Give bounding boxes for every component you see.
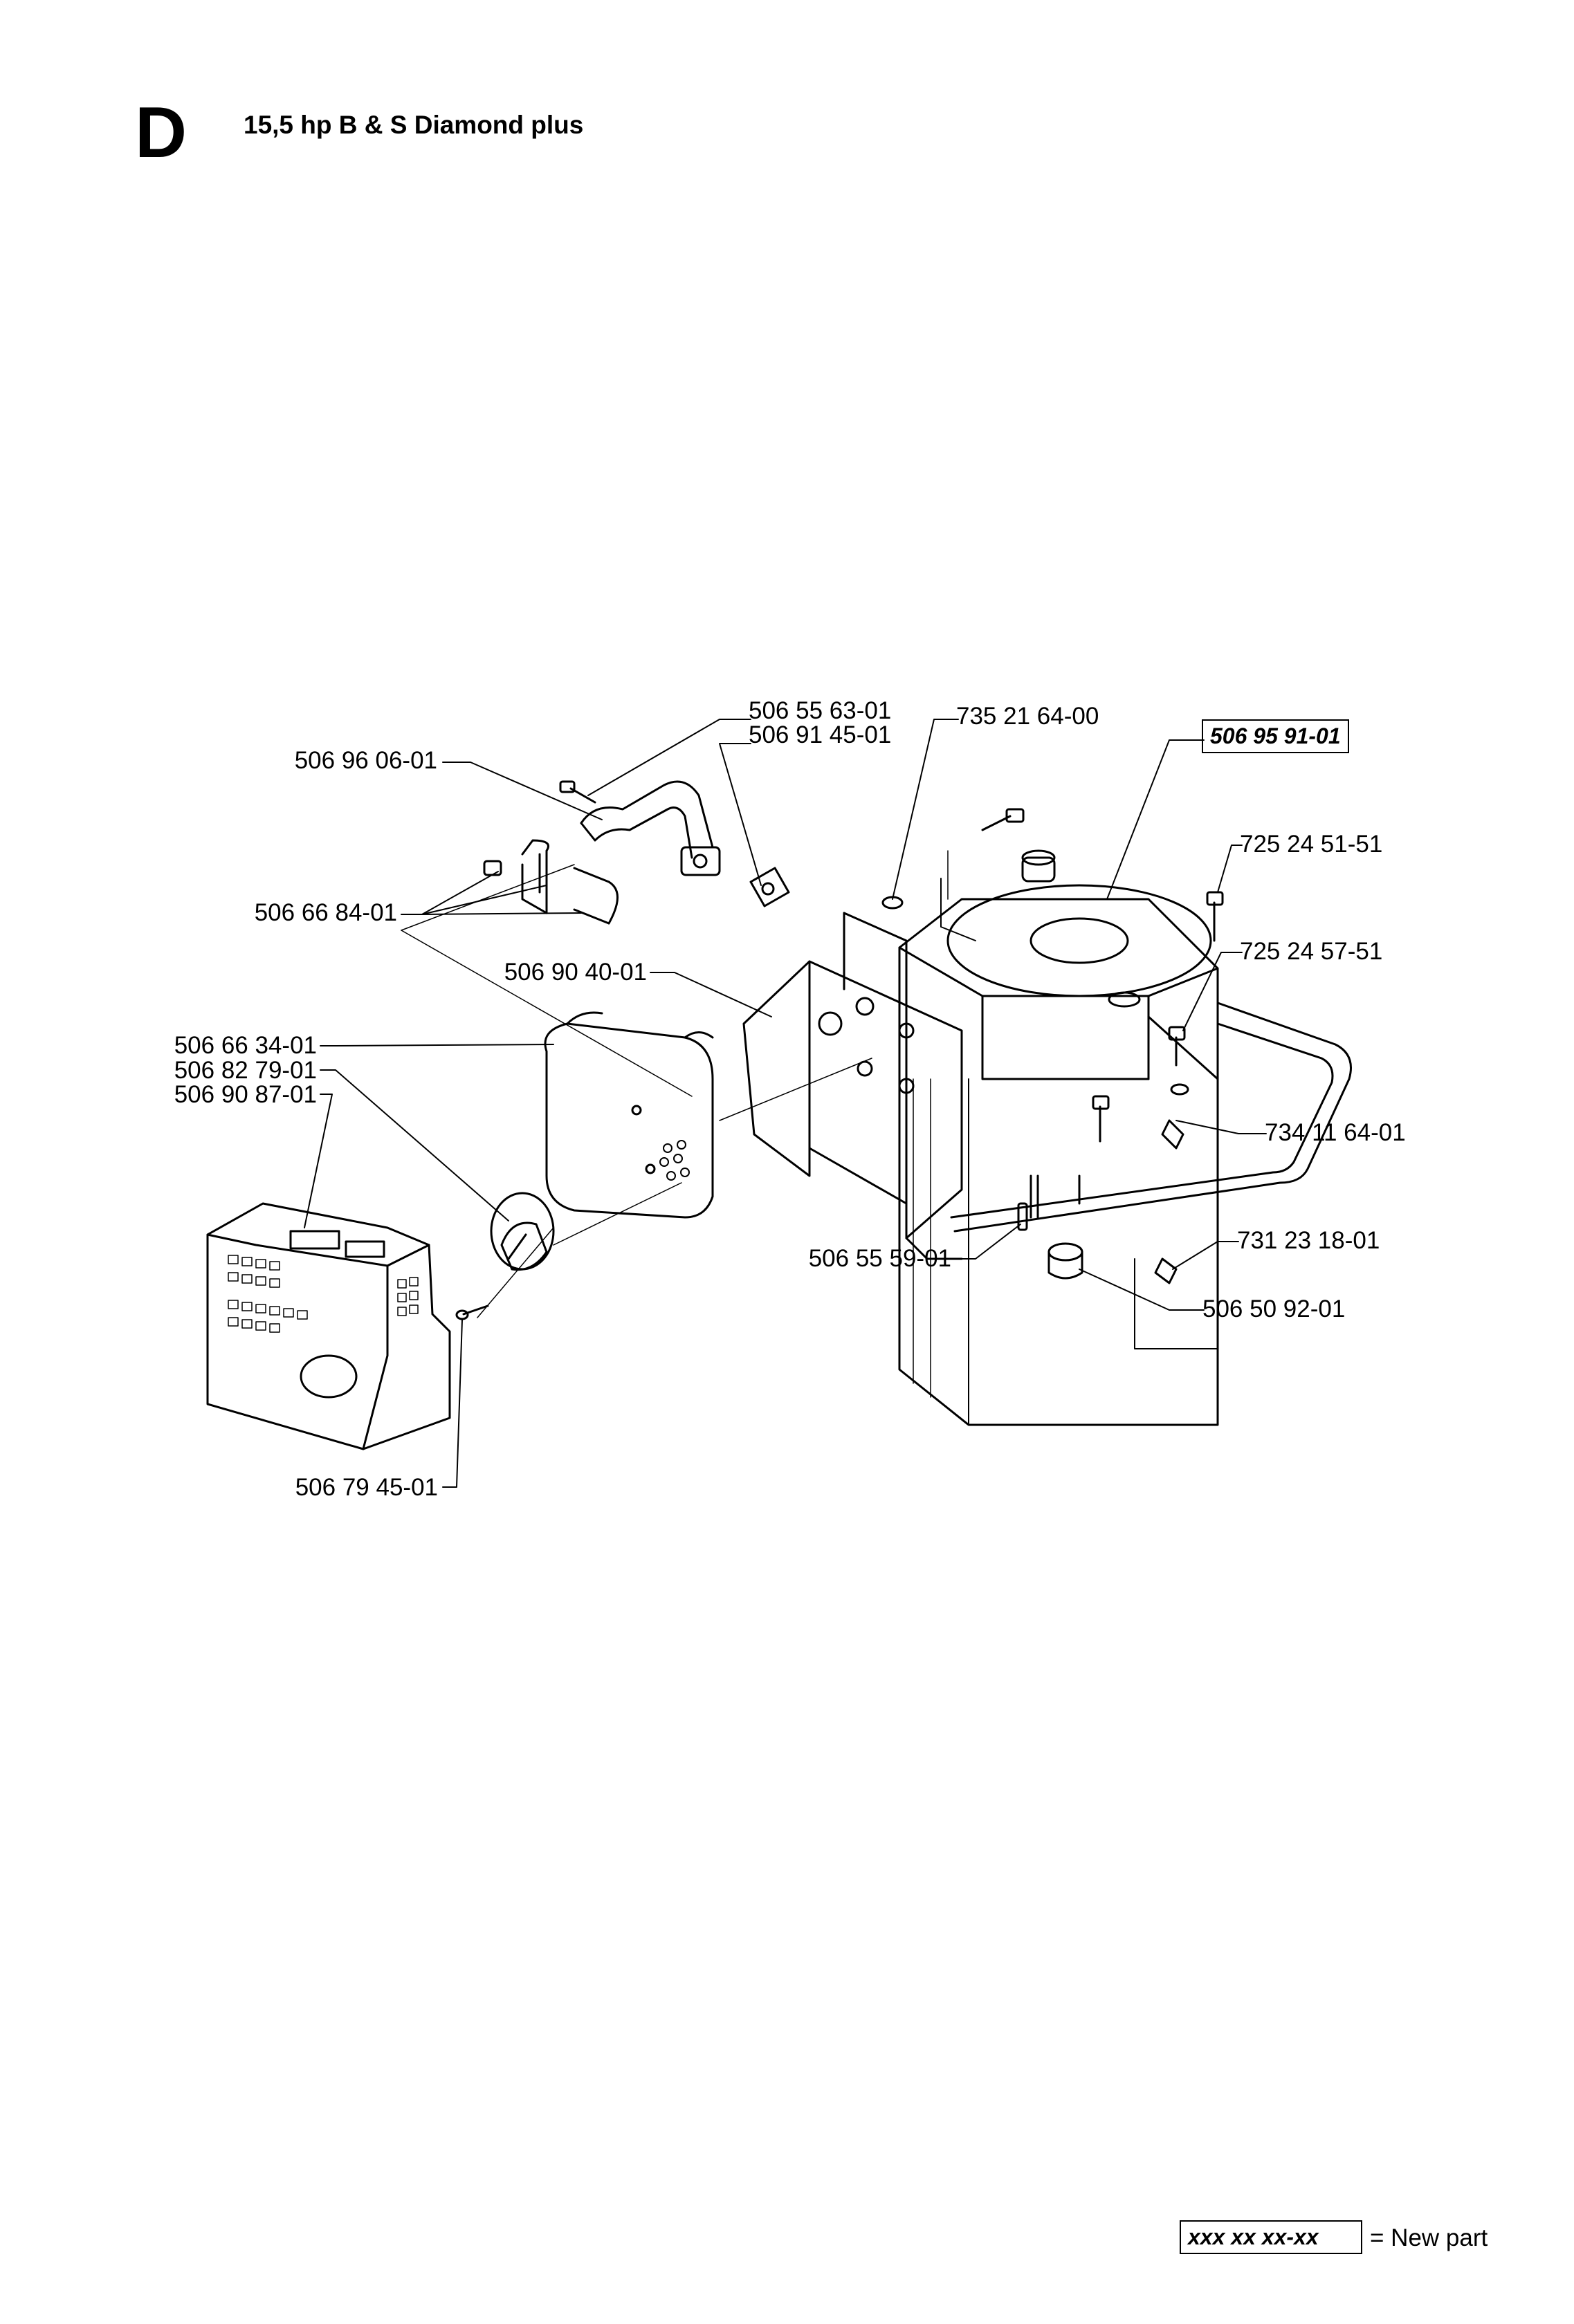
part-label: 506 96 06-01 xyxy=(294,747,437,774)
clamp-and-u-bolt xyxy=(483,780,619,925)
mounting-bracket xyxy=(742,878,976,1260)
leader-lines xyxy=(304,719,1267,1488)
guard-cover xyxy=(206,1202,451,1450)
engine-bolts xyxy=(881,808,1224,1219)
part-label: 725 24 57-51 xyxy=(1240,938,1383,965)
part-label: 506 91 45-01 xyxy=(749,721,892,748)
exhaust-pipe xyxy=(580,780,721,876)
assembly-lines xyxy=(401,850,949,1318)
part-label: 506 55 63-01 xyxy=(749,697,892,724)
part-label: 506 90 87-01 xyxy=(174,1081,317,1108)
muffler xyxy=(544,1011,714,1219)
part-label: 731 23 18-01 xyxy=(1237,1227,1380,1254)
gasket xyxy=(749,867,790,907)
section-letter: D xyxy=(135,93,187,173)
part-label: 735 21 64-00 xyxy=(956,703,1099,730)
part-label: 506 50 92-01 xyxy=(1202,1295,1346,1322)
part-label: 506 90 40-01 xyxy=(504,959,647,986)
deflector xyxy=(490,1192,555,1271)
engine-block xyxy=(898,849,1219,1426)
part-label: 506 66 34-01 xyxy=(174,1032,317,1059)
tube-frame xyxy=(950,1002,1352,1233)
part-label-new: 506 95 91-01 xyxy=(1202,719,1349,753)
part-label: 506 79 45-01 xyxy=(295,1474,438,1501)
page-title: 15,5 hp B & S Diamond plus xyxy=(244,111,584,139)
part-label: 734 11 64-01 xyxy=(1265,1119,1406,1146)
legend-text: = New part xyxy=(1370,2224,1488,2251)
part-label: 506 82 79-01 xyxy=(174,1057,317,1084)
part-label: 725 24 51-51 xyxy=(1240,831,1383,858)
pins-and-spacer xyxy=(1017,1202,1178,1284)
part-label: 506 66 84-01 xyxy=(254,899,397,926)
legend-sample-box: xxx xx xx-xx xyxy=(1180,2220,1362,2254)
screw xyxy=(455,1304,489,1320)
part-label: 506 55 59-01 xyxy=(808,1245,951,1272)
